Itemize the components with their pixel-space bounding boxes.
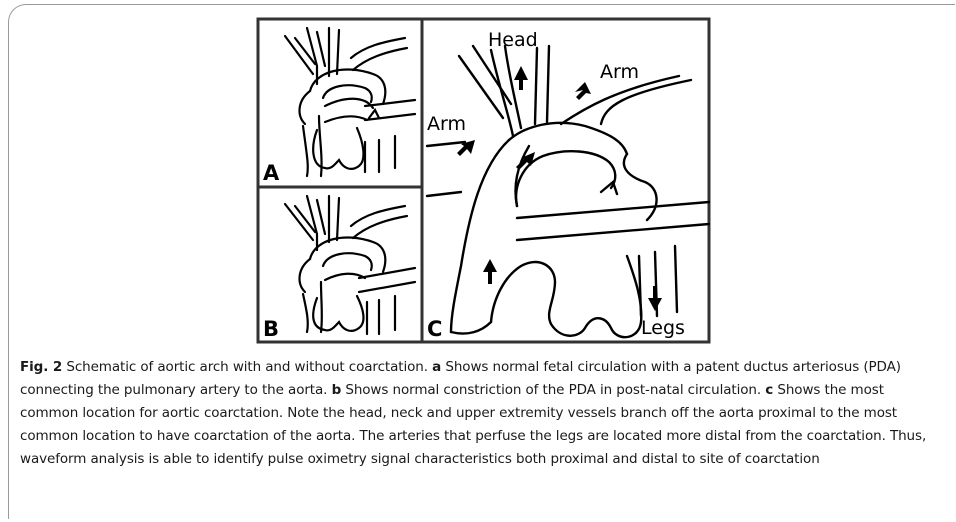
caption-intro: Schematic of aortic arch with and withou… [66,359,428,375]
caption-figure-label: Fig. 2 [20,359,62,375]
arrow-up-ascending [483,259,497,284]
label-head: Head [488,29,538,51]
panel-a-letter: A [263,161,280,185]
panel-b-drawing [285,196,415,334]
aortic-arch-figure: A B [255,16,715,346]
arrows [457,66,662,311]
caption-b-label: b [332,382,342,398]
figure-svg: A B [255,16,715,346]
caption-b-text: Shows normal constriction of the PDA in … [345,382,761,398]
figure-caption: Fig. 2 Schematic of aortic arch with and… [20,356,945,471]
panel-b-border [258,187,422,342]
label-arm-left: Arm [427,113,466,135]
arrow-down-legs [648,286,662,311]
panel-a-drawing [285,28,415,176]
panel-c-letter: C [427,317,442,341]
arrow-arm-right [575,82,591,100]
caption-c-label: c [765,382,773,398]
caption-a-label: a [432,359,441,375]
arrow-head-up [514,66,528,90]
label-legs: Legs [641,317,685,339]
panel-c-drawing [427,46,709,337]
panel-b-letter: B [263,317,279,341]
panel-c-border [422,19,709,342]
label-arm-right: Arm [600,61,639,83]
